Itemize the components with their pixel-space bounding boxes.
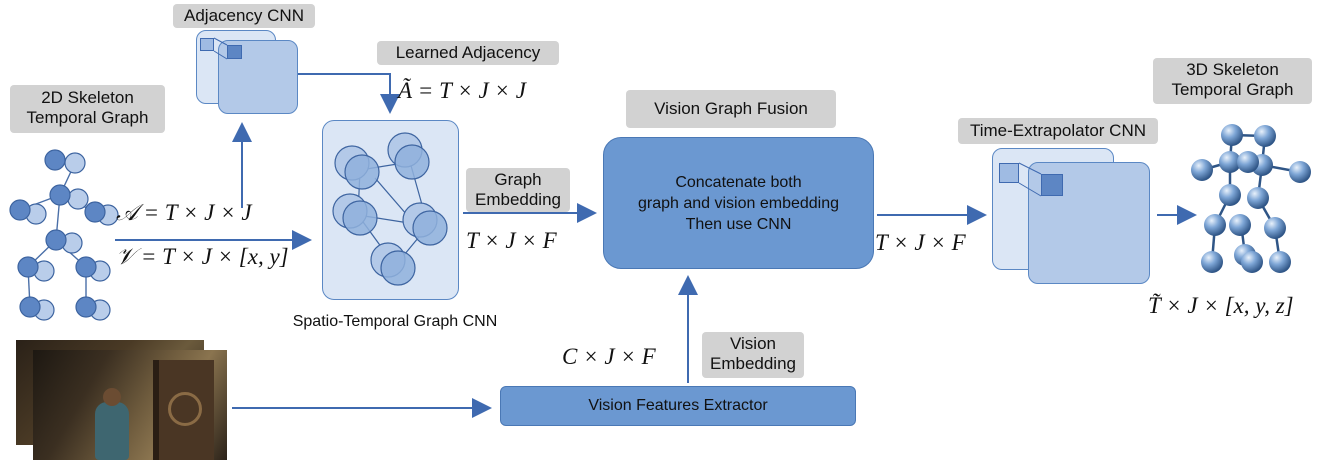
graph-embedding-label-line1: Graph <box>494 170 542 189</box>
graph-embedding-label-line2: Embedding <box>474 190 561 209</box>
graph-embedding-dim: T × J × F <box>466 228 557 253</box>
door-ornament <box>168 392 202 426</box>
fusion-line1: Concatenate both <box>675 173 802 191</box>
arrow-adjacency-to-stgcn <box>298 73 400 114</box>
adjacency-kernel-small <box>200 38 214 51</box>
adjacency-cnn-label: Adjacency CNN <box>173 4 315 28</box>
person-figure <box>95 402 129 460</box>
fusion-line2: graph and vision embedding <box>637 194 840 212</box>
vision-embedding-label: Vision Embedding <box>702 332 804 378</box>
vertex-eq: 𝒱 = T × J × [x, y] <box>116 244 289 269</box>
person-head <box>103 388 121 406</box>
skeleton-2d-label: 2D Skeleton Temporal Graph <box>10 85 165 133</box>
st-graph-cnn-label: Spatio-Temporal Graph CNN <box>292 313 498 330</box>
skeleton-3d-label-line2: Temporal Graph <box>1171 80 1294 99</box>
time-extrapolator-label: Time-Extrapolator CNN <box>958 118 1158 144</box>
vision-features-extractor: Vision Features Extractor <box>500 386 856 426</box>
output-dim: T̃ × J × [x, y, z] <box>1148 293 1294 318</box>
fusion-line3: Then use CNN <box>685 215 792 233</box>
skeleton-2d-label-line2: Temporal Graph <box>26 108 149 127</box>
vision-features-extractor-label: Vision Features Extractor <box>588 397 768 414</box>
learned-adjacency-eq: Ã = T × J × J <box>398 78 526 103</box>
skeleton-3d-label: 3D Skeleton Temporal Graph <box>1153 58 1312 104</box>
vision-embedding-label-line1: Vision <box>730 334 776 353</box>
adjacency-kernel-large <box>227 45 242 59</box>
vision-embedding-label-line2: Embedding <box>709 354 796 373</box>
vision-graph-fusion-label: Vision Graph Fusion <box>626 90 836 128</box>
fusion-box: Concatenate both graph and vision embedd… <box>603 137 874 269</box>
vision-embedding-dim: C × J × F <box>562 344 656 369</box>
extrapolator-kernel-small <box>999 163 1019 183</box>
extrapolator-kernel-large <box>1041 174 1063 196</box>
fusion-output-dim: T × J × F <box>875 230 966 255</box>
graph-embedding-label: Graph Embedding <box>466 168 570 212</box>
video-frame-front <box>33 350 227 460</box>
learned-adjacency-label: Learned Adjacency <box>377 41 559 65</box>
adjacency-eq: 𝒜 = T × J × J <box>116 200 252 225</box>
skeleton-3d-label-line1: 3D Skeleton <box>1186 60 1279 79</box>
skeleton-2d-label-line1: 2D Skeleton <box>41 88 134 107</box>
